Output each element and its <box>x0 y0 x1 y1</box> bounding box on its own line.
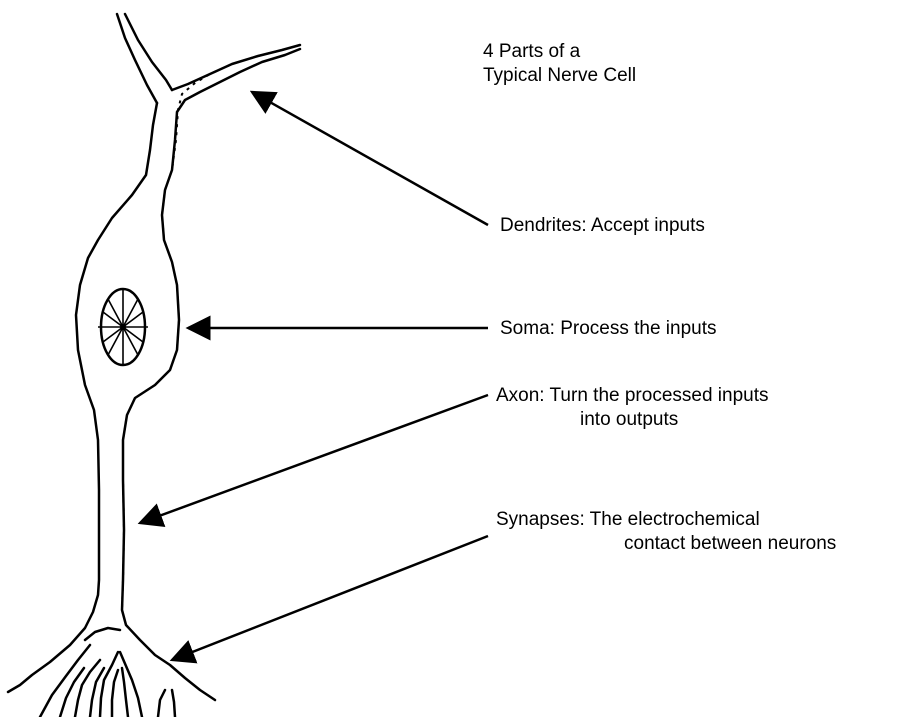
synaptic-terminal-3 <box>75 660 100 717</box>
label-synapses: Synapses: The electrochemical contact be… <box>496 508 836 556</box>
nucleus <box>98 289 148 365</box>
neuron-body <box>8 14 300 717</box>
synaptic-terminal-9 <box>85 628 120 640</box>
cell-right-edge <box>122 49 300 700</box>
arrow-synapses <box>172 536 488 660</box>
label-synapses-line-1: Synapses: The electrochemical <box>496 508 836 532</box>
label-synapses-line-2: contact between neurons <box>496 532 836 556</box>
nucleus-part-8 <box>120 324 126 330</box>
arrow-axon <box>140 395 488 523</box>
dendrite-branch-right <box>172 45 300 90</box>
label-axon-line-1: Axon: Turn the processed inputs <box>496 384 769 408</box>
label-axon: Axon: Turn the processed inputs into out… <box>496 384 769 432</box>
label-soma: Soma: Process the inputs <box>500 317 717 341</box>
arrow-dendrites <box>252 92 488 225</box>
title-line-2: Typical Nerve Cell <box>483 64 636 88</box>
label-dendrites-text: Dendrites: Accept inputs <box>500 214 705 238</box>
label-axon-line-2: into outputs <box>496 408 769 432</box>
title-line-1: 4 Parts of a <box>483 40 636 64</box>
synaptic-terminal-6 <box>112 670 118 717</box>
label-soma-text: Soma: Process the inputs <box>500 317 717 341</box>
label-dendrites: Dendrites: Accept inputs <box>500 214 705 238</box>
synaptic-terminal-7 <box>122 668 128 717</box>
synaptic-terminals <box>40 628 175 717</box>
synaptic-terminal-11 <box>172 690 175 717</box>
synaptic-terminal-1 <box>40 645 90 717</box>
diagram-title: 4 Parts of a Typical Nerve Cell <box>483 40 636 88</box>
synaptic-terminal-5 <box>100 652 118 717</box>
synaptic-terminal-10 <box>158 690 165 717</box>
